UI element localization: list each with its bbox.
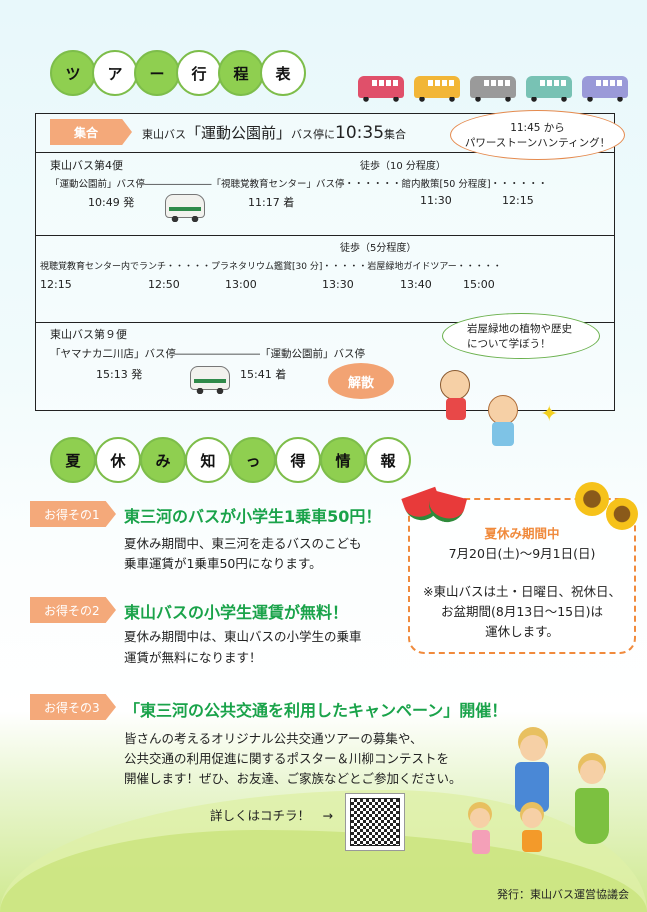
divider <box>35 152 615 153</box>
deal-body: 公共交通の利用促進に関するポスター＆川柳コンテストを <box>124 751 450 766</box>
qr-code[interactable] <box>345 793 405 851</box>
walk-note: 徒歩（5分程度） <box>340 243 417 254</box>
bus-icon <box>470 76 516 102</box>
title-char: 夏 <box>50 437 96 483</box>
route: 視聴覚教育センター内でランチ・・・・・プラネタリウム鑑賞[30 分]・・・・・岩… <box>40 262 502 272</box>
time: 15:41 着 <box>240 368 287 381</box>
time: 15:00 <box>463 278 495 291</box>
time: 12:15 <box>502 194 534 207</box>
family-illustration <box>520 735 546 761</box>
publisher: 発行：東山バス運営協議会 <box>497 888 629 901</box>
summer-box-note: お盆期間(8月13日～15日)は <box>440 604 604 619</box>
time: 13:40 <box>400 278 432 291</box>
bus-icon <box>582 76 628 102</box>
family-illustration <box>580 760 604 784</box>
bus-icon <box>526 76 572 102</box>
title-char: 得 <box>275 437 321 483</box>
title-char: 表 <box>260 50 306 96</box>
gather-mid: バス停に <box>291 128 336 141</box>
gather-suffix: 集合 <box>384 128 407 141</box>
more-info-link[interactable]: 詳しくはコチラ！ → <box>210 808 333 823</box>
garden-bubble: 岩屋緑地の植物や歴史について学ぼう！ <box>442 313 600 359</box>
gather-time: 10:35 <box>335 123 385 143</box>
title-char: っ <box>230 437 276 483</box>
bubble-text: パワーストーンハンティング！ <box>464 137 611 149</box>
family-illustration <box>472 830 490 854</box>
time: 15:13 発 <box>96 368 143 381</box>
deal-body: 開催します！ぜひ、お友達、ご家族などとご参加ください。 <box>124 771 462 786</box>
deal-tag: お得その3 <box>30 694 116 720</box>
title-char: ア <box>92 50 138 96</box>
summer-period-box: 夏休み期間中 7月20日(土)～9月1日(日) ※東山バスは土・日曜日、祝休日、… <box>408 498 636 654</box>
child-illustration <box>446 398 466 420</box>
walk-note: 徒歩（10 分程度） <box>360 161 446 172</box>
family-illustration <box>522 808 542 828</box>
gather-tag: 集合 <box>50 119 132 145</box>
sunflower-icon <box>606 498 638 530</box>
schedule-table <box>35 113 615 411</box>
powerstone-bubble: 11:45 からパワーストーンハンティング！ <box>450 110 625 160</box>
gather-prefix: 東山バス <box>142 128 186 141</box>
title-char: ー <box>134 50 180 96</box>
deal-tag: お得その1 <box>30 501 116 527</box>
time: 11:30 <box>420 194 452 207</box>
child-illustration <box>492 422 514 446</box>
deal-body: 夏休み期間中、東三河を走るバスのこども <box>124 536 362 551</box>
bus-name: 東山バス第９便 <box>50 328 127 341</box>
bus-illustration <box>165 194 205 222</box>
title-char: ツ <box>50 50 96 96</box>
sunflower-icon <box>575 482 609 516</box>
time: 11:17 着 <box>248 196 295 209</box>
time: 10:49 発 <box>88 196 135 209</box>
family-illustration <box>470 808 490 828</box>
divider <box>35 322 615 323</box>
deal-headline: 東山バスの小学生運賃が無料！ <box>124 603 349 622</box>
bus-name: 東山バス第4便 <box>50 159 123 172</box>
title-char: 行 <box>176 50 222 96</box>
title-char: 情 <box>320 437 366 483</box>
time: 13:30 <box>322 278 354 291</box>
sparkle-icon: ✦ <box>540 402 559 427</box>
title-char: 休 <box>95 437 141 483</box>
bubble-text: 岩屋緑地の植物や歴史 <box>467 323 572 335</box>
bubble-text: について学ぼう！ <box>467 338 551 350</box>
title-char: 知 <box>185 437 231 483</box>
divider <box>35 235 615 236</box>
child-illustration <box>440 370 470 400</box>
summer-box-note: ※東山バスは土・日曜日、祝休日、 <box>423 584 621 599</box>
title-char: 報 <box>365 437 411 483</box>
time: 12:15 <box>40 278 72 291</box>
child-illustration <box>488 395 518 425</box>
gather-info: 東山バス「運動公園前」バス停に10:35集合 <box>142 122 406 143</box>
bus-illustration <box>190 366 230 394</box>
deal-body: 夏休み期間中は、東山バスの小学生の乗車 <box>124 629 362 644</box>
title-char: み <box>140 437 186 483</box>
summer-box-dates: 7月20日(土)～9月1日(日) <box>448 546 596 561</box>
deal-headline: 東三河のバスが小学生1乗車50円！ <box>124 507 382 526</box>
deal-body: 乗車運賃が1乗車50円になります。 <box>124 556 322 571</box>
title-char: 程 <box>218 50 264 96</box>
deal-body: 皆さんの考えるオリジナル公共交通ツアーの募集や、 <box>124 731 423 746</box>
route: 「運動公園前」バス停―――――――「視聴覚教育センター」バス停・・・・・・館内散… <box>50 179 548 190</box>
family-illustration <box>522 830 542 852</box>
time: 12:50 <box>148 278 180 291</box>
route: 「ヤマナカ二川店」バス停――――――――「運動公園前」バス停 <box>50 348 365 360</box>
deal-body: 運賃が無料になります！ <box>124 650 262 665</box>
dismiss-badge: 解散 <box>328 363 394 399</box>
summer-box-title: 夏休み期間中 <box>484 526 560 541</box>
bubble-text: 11:45 から <box>510 122 565 134</box>
summer-box-note: 運休します。 <box>485 624 559 639</box>
bus-icon <box>414 76 460 102</box>
bus-icon <box>358 76 404 102</box>
deal-tag: お得その2 <box>30 597 116 623</box>
family-illustration <box>575 788 609 844</box>
deal-headline: 「東三河の公共交通を利用したキャンペーン」開催！ <box>124 701 508 720</box>
family-illustration <box>515 762 549 812</box>
time: 13:00 <box>225 278 257 291</box>
gather-stop: 「運動公園前」 <box>186 124 292 142</box>
